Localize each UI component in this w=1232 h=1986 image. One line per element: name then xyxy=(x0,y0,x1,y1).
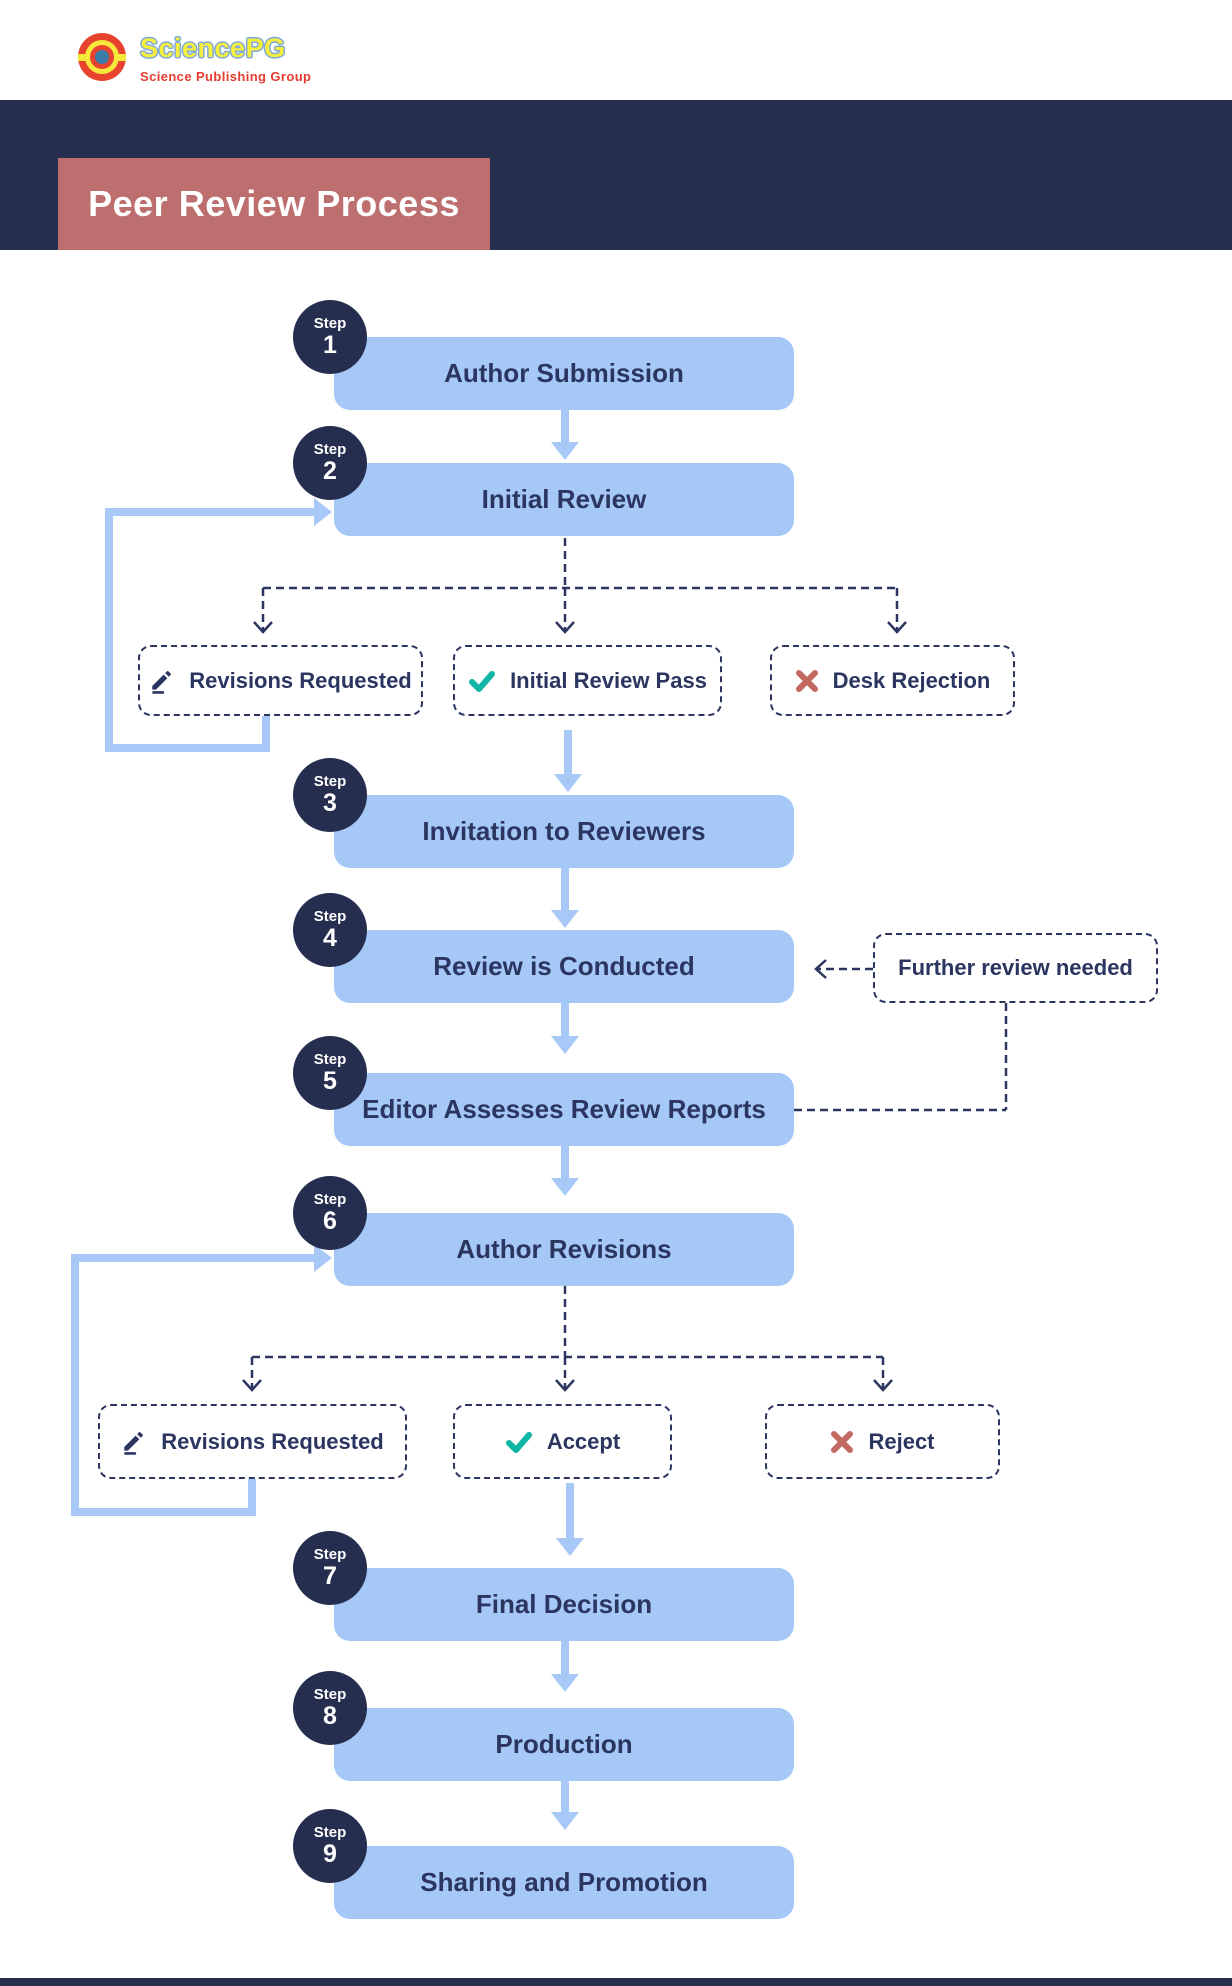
sciencepg-logo: SciencePG Science Publishing Group xyxy=(78,33,311,84)
decision-initial-review-pass: Initial Review Pass xyxy=(453,645,722,716)
decision-label: Revisions Requested xyxy=(161,1428,384,1454)
step-box: Editor Assesses Review Reports xyxy=(334,1073,794,1146)
note-further-review-needed: Further review needed xyxy=(873,933,1158,1003)
step-label: Review is Conducted xyxy=(433,951,695,981)
check-icon xyxy=(468,669,496,693)
decision-desk-rejection: Desk Rejection xyxy=(770,645,1015,716)
footer-bar xyxy=(0,1978,1232,1986)
sciencepg-logo-icon xyxy=(78,33,126,81)
step-label: Sharing and Promotion xyxy=(420,1867,708,1897)
decision-reject: Reject xyxy=(765,1404,1000,1479)
title-banner: Peer Review Process xyxy=(0,100,1232,250)
decision-accept: Accept xyxy=(453,1404,672,1479)
pencil-icon xyxy=(149,668,175,694)
decision-label: Accept xyxy=(546,1428,621,1454)
decision-revisions-requested-2: Revisions Requested xyxy=(98,1404,407,1479)
step-box: Production xyxy=(334,1708,794,1781)
step-box: Review is Conducted xyxy=(334,930,794,1003)
header: SciencePG Science Publishing Group xyxy=(0,0,1232,100)
decision-revisions-requested-1: Revisions Requested xyxy=(138,645,423,716)
cross-icon xyxy=(830,1430,854,1454)
cross-icon xyxy=(795,669,819,693)
title-box: Peer Review Process xyxy=(58,158,490,250)
step-box: Author Revisions xyxy=(334,1213,794,1286)
logo-wordmark: SciencePG xyxy=(140,33,286,63)
decision-label: Desk Rejection xyxy=(832,667,991,693)
step-label: Initial Review xyxy=(481,484,647,514)
step-label: Final Decision xyxy=(475,1589,653,1619)
step-box: Invitation to Reviewers xyxy=(334,795,794,868)
check-icon xyxy=(505,1430,533,1454)
step-box: Author Submission xyxy=(334,337,794,410)
step-box: Final Decision xyxy=(334,1568,794,1641)
page-title: Peer Review Process xyxy=(88,183,460,224)
decision-label: Initial Review Pass xyxy=(510,667,707,693)
step-label: Production xyxy=(495,1729,633,1759)
decision-label: Reject xyxy=(868,1428,935,1454)
step-label: Invitation to Reviewers xyxy=(422,816,706,846)
pencil-icon xyxy=(121,1429,147,1455)
step-box: Sharing and Promotion xyxy=(334,1846,794,1919)
step-label: Editor Assesses Review Reports xyxy=(362,1094,766,1124)
decision-label: Revisions Requested xyxy=(189,667,412,693)
logo-tagline: Science Publishing Group xyxy=(140,69,312,84)
note-label: Further review needed xyxy=(898,955,1133,980)
step-label: Author Submission xyxy=(444,358,684,388)
step-label: Author Revisions xyxy=(456,1234,672,1264)
step-box: Initial Review xyxy=(334,463,794,536)
